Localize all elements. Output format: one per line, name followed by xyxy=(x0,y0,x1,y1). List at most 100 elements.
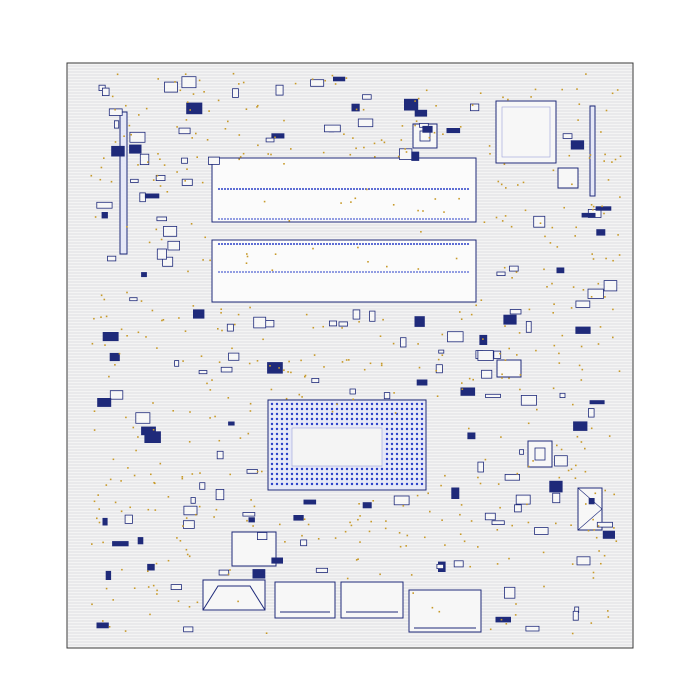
solder-pad xyxy=(417,343,419,345)
solder-pad xyxy=(358,321,360,323)
solder-pad xyxy=(595,536,598,539)
bga-ball xyxy=(350,417,354,421)
solder-pad xyxy=(288,220,291,222)
bga-ball xyxy=(280,452,284,456)
smd-component xyxy=(129,131,146,143)
solder-pad xyxy=(311,78,314,81)
bga-ball xyxy=(300,412,304,416)
solder-pad xyxy=(501,373,503,376)
solder-pad xyxy=(279,523,281,526)
bga-ball xyxy=(270,457,274,461)
solder-pad xyxy=(312,326,315,329)
solder-pad xyxy=(568,154,571,157)
solder-pad xyxy=(553,344,556,347)
solder-pad xyxy=(247,432,250,435)
bga-ball xyxy=(420,482,424,486)
smd-component xyxy=(570,140,585,150)
solder-pad xyxy=(252,525,254,527)
bga-ball xyxy=(345,477,349,481)
solder-pad xyxy=(611,92,614,95)
bga-ball xyxy=(415,437,419,441)
solder-pad xyxy=(249,306,251,309)
bga-ball xyxy=(395,422,399,426)
solder-pad xyxy=(567,469,570,472)
smd-component xyxy=(398,148,413,160)
solder-pad xyxy=(600,562,602,565)
solder-pad xyxy=(504,325,506,327)
solder-pad xyxy=(120,510,123,513)
solder-pad xyxy=(532,460,534,462)
bga-ball xyxy=(345,417,349,421)
bga-ball xyxy=(385,472,389,476)
bga-ball xyxy=(400,477,404,481)
smd-component xyxy=(199,482,206,490)
connector-right-side xyxy=(577,487,603,531)
bga-ball xyxy=(310,477,314,481)
solder-pad xyxy=(385,520,387,522)
smd-component xyxy=(572,610,579,621)
solder-pad xyxy=(477,546,479,548)
bga-ball xyxy=(415,467,419,471)
bga-ball xyxy=(405,482,409,486)
solder-pad xyxy=(618,370,621,372)
solder-pad xyxy=(590,204,593,206)
smd-component xyxy=(422,125,433,133)
bga-ball xyxy=(305,402,309,406)
solder-pad xyxy=(192,93,195,95)
solder-pad xyxy=(614,158,617,161)
bga-ball xyxy=(295,417,299,421)
smd-component xyxy=(271,133,285,139)
solder-pad xyxy=(612,336,614,339)
solder-pad xyxy=(211,379,213,381)
bga-ball xyxy=(285,412,289,416)
solder-pad xyxy=(322,151,325,154)
bga-ball xyxy=(275,437,279,441)
bga-ball xyxy=(380,472,384,476)
smd-component xyxy=(446,127,461,134)
solder-pad xyxy=(505,187,507,189)
bga-ball xyxy=(335,417,339,421)
bga-ball xyxy=(315,407,319,411)
solder-pad xyxy=(159,158,161,160)
solder-pad xyxy=(366,188,368,191)
bga-ball xyxy=(405,472,409,476)
solder-pad xyxy=(379,573,381,576)
bga-ball xyxy=(380,482,384,486)
bga-ball xyxy=(325,467,329,471)
solder-pad xyxy=(157,78,159,80)
solder-pad xyxy=(503,163,506,165)
smd-component xyxy=(109,390,124,400)
smd-component xyxy=(491,520,505,525)
solder-pad xyxy=(613,493,615,496)
bga-ball xyxy=(290,467,294,471)
bga-ball xyxy=(290,477,294,481)
bga-ball xyxy=(420,407,424,411)
bga-ball xyxy=(355,472,359,476)
bga-ball xyxy=(410,402,414,406)
solder-pad xyxy=(434,198,437,200)
smd-component xyxy=(484,512,496,521)
smd-component xyxy=(496,271,506,276)
solder-pad xyxy=(96,517,98,520)
solder-pad xyxy=(184,180,186,182)
solder-pad xyxy=(91,543,93,545)
solder-pad xyxy=(500,618,503,621)
solder-pad xyxy=(98,508,100,510)
bga-ball xyxy=(420,432,424,436)
solder-pad xyxy=(352,398,354,401)
solder-pad xyxy=(174,81,176,83)
bga-ball xyxy=(275,402,279,406)
solder-pad xyxy=(100,316,102,318)
solder-pad xyxy=(257,144,259,147)
smd-component xyxy=(228,352,240,361)
solder-pad xyxy=(584,447,586,450)
bga-ball xyxy=(385,432,389,436)
solder-pad xyxy=(374,156,376,158)
solder-pad xyxy=(590,427,593,430)
bga-ball xyxy=(300,422,304,426)
solder-pad xyxy=(380,364,383,367)
solder-pad xyxy=(488,145,491,147)
bga-ball xyxy=(350,477,354,481)
solder-pad xyxy=(192,305,195,307)
